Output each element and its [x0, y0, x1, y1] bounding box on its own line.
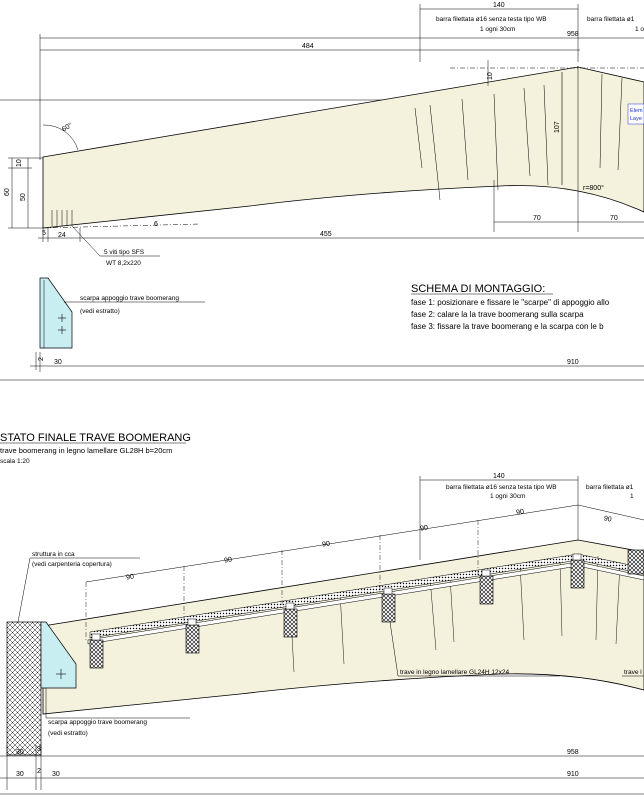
spacing-2: 90: [224, 556, 233, 564]
dim-107: 107: [554, 121, 561, 133]
shoe-label-bottom-1: scarpa appoggio trave boomerang: [48, 719, 147, 726]
joist-3: [283, 608, 298, 638]
dim-455: 455: [320, 231, 332, 238]
dim-2-bottom: 2: [37, 768, 41, 775]
joist-1: [89, 639, 104, 669]
dim-70-left: 70: [533, 215, 541, 222]
bottom-view: STATO FINALE TRAVE BOOMERANG trave boome…: [0, 432, 644, 795]
dim-50: 50: [20, 193, 27, 201]
dim-140-bottom: 140: [493, 473, 505, 480]
radius-label: r=800°: [583, 184, 604, 192]
bottom-scale: scala 1:20: [0, 458, 30, 465]
spacing-3: 90: [322, 540, 331, 548]
joist-6: [570, 559, 585, 589]
bar-label-top-right-2: 1 o: [635, 26, 644, 33]
joist-7: [627, 549, 644, 575]
bar-label-top-left-1: barra filettata ø16 senza testa tipo WB: [436, 16, 547, 23]
dim-3-bottom: 3: [37, 746, 41, 753]
support-shoe-top: [39, 277, 73, 349]
spacing-1: 90: [126, 573, 135, 581]
bottom-subtitle: trave boomerang in legno lamellare GL28H…: [0, 446, 172, 455]
screws-label-1: 5 viti tipo SFS: [104, 249, 145, 256]
schema-line-2: fase 2: calare la la trave boomerang sul…: [411, 310, 584, 319]
dim-2-top: 2: [38, 357, 45, 361]
dim-484: 484: [302, 43, 314, 50]
support-shoe-bottom: [40, 621, 77, 689]
top-view: 140 barra filettata ø16 senza testa tipo…: [0, 2, 644, 381]
bar-label-bottom-left-1: barra filettata ø16 senza testa tipo WB: [446, 484, 557, 491]
dim-30-top: 30: [54, 359, 62, 366]
boomerang-beam-bottom: [42, 539, 644, 715]
dim-70-right: 70: [610, 215, 618, 222]
shoe-label-bottom-2: (vedi estratto): [48, 730, 88, 737]
boomerang-beam-top: [42, 66, 644, 229]
dim-30-bottom-b: 30: [16, 771, 24, 778]
joist-2: [185, 624, 200, 654]
joist-5: [479, 575, 494, 605]
layer-label-2: Laye: [630, 116, 642, 122]
dim-10-left: 10: [16, 159, 23, 167]
dim-24: 24: [58, 232, 66, 239]
concrete-label-1: struttura in cca: [32, 551, 75, 558]
bottom-title: STATO FINALE TRAVE BOOMERANG: [0, 432, 191, 444]
concrete-column: [6, 621, 42, 756]
concrete-label-2: (vedi carpenteria copertura): [32, 561, 112, 568]
spacing-6: 90: [603, 515, 612, 523]
dim-6: 6: [154, 221, 158, 228]
layer-label-1: Elem: [630, 108, 643, 114]
schema-line-3: fase 3: fissare la trave boomerang e la …: [411, 322, 604, 331]
assembly-schema: SCHEMA DI MONTAGGIO: fase 1: posizionare…: [403, 274, 644, 344]
bar-label-bottom-left-2: 1 ogni 30cm: [490, 493, 525, 500]
spacing-5: 90: [516, 508, 525, 516]
joist-4: [381, 593, 396, 623]
shoe-label-top-2: (vedi estratto): [80, 308, 120, 315]
dim-30-bottom-a: 30: [16, 749, 24, 756]
joist-label: trave in legno lamellare GL24H 12x24: [400, 669, 510, 676]
dim-5: 5: [42, 230, 46, 237]
dim-910-top: 910: [567, 359, 579, 366]
angle-label: 60°: [61, 121, 74, 133]
schema-line-1: fase 1: posizionare e fissare le "scarpe…: [411, 298, 610, 307]
dim-958-top: 958: [567, 31, 579, 38]
dim-958-bottom: 958: [567, 749, 579, 756]
bar-label-top-right-1: barra filettata ø1: [587, 16, 635, 23]
dim-60: 60: [4, 188, 11, 196]
screws-label-2: WT 8,2x220: [106, 260, 141, 267]
bar-label-bottom-right-2: 1: [630, 493, 634, 500]
shoe-label-top-1: scarpa appoggio trave boomerang: [80, 295, 179, 302]
bar-label-bottom-right-1: barra filettata ø1: [586, 484, 634, 491]
dim-910-bottom: 910: [567, 771, 579, 778]
joist-label-right: trave l: [624, 669, 642, 676]
dim-140-top: 140: [493, 2, 505, 9]
bar-label-top-left-2: 1 ogni 30cm: [480, 26, 515, 33]
spacing-4: 90: [420, 524, 429, 532]
dim-30-bottom-c: 30: [52, 771, 60, 778]
dim-10-top: 10: [487, 72, 494, 80]
schema-title: SCHEMA DI MONTAGGIO:: [411, 283, 545, 295]
